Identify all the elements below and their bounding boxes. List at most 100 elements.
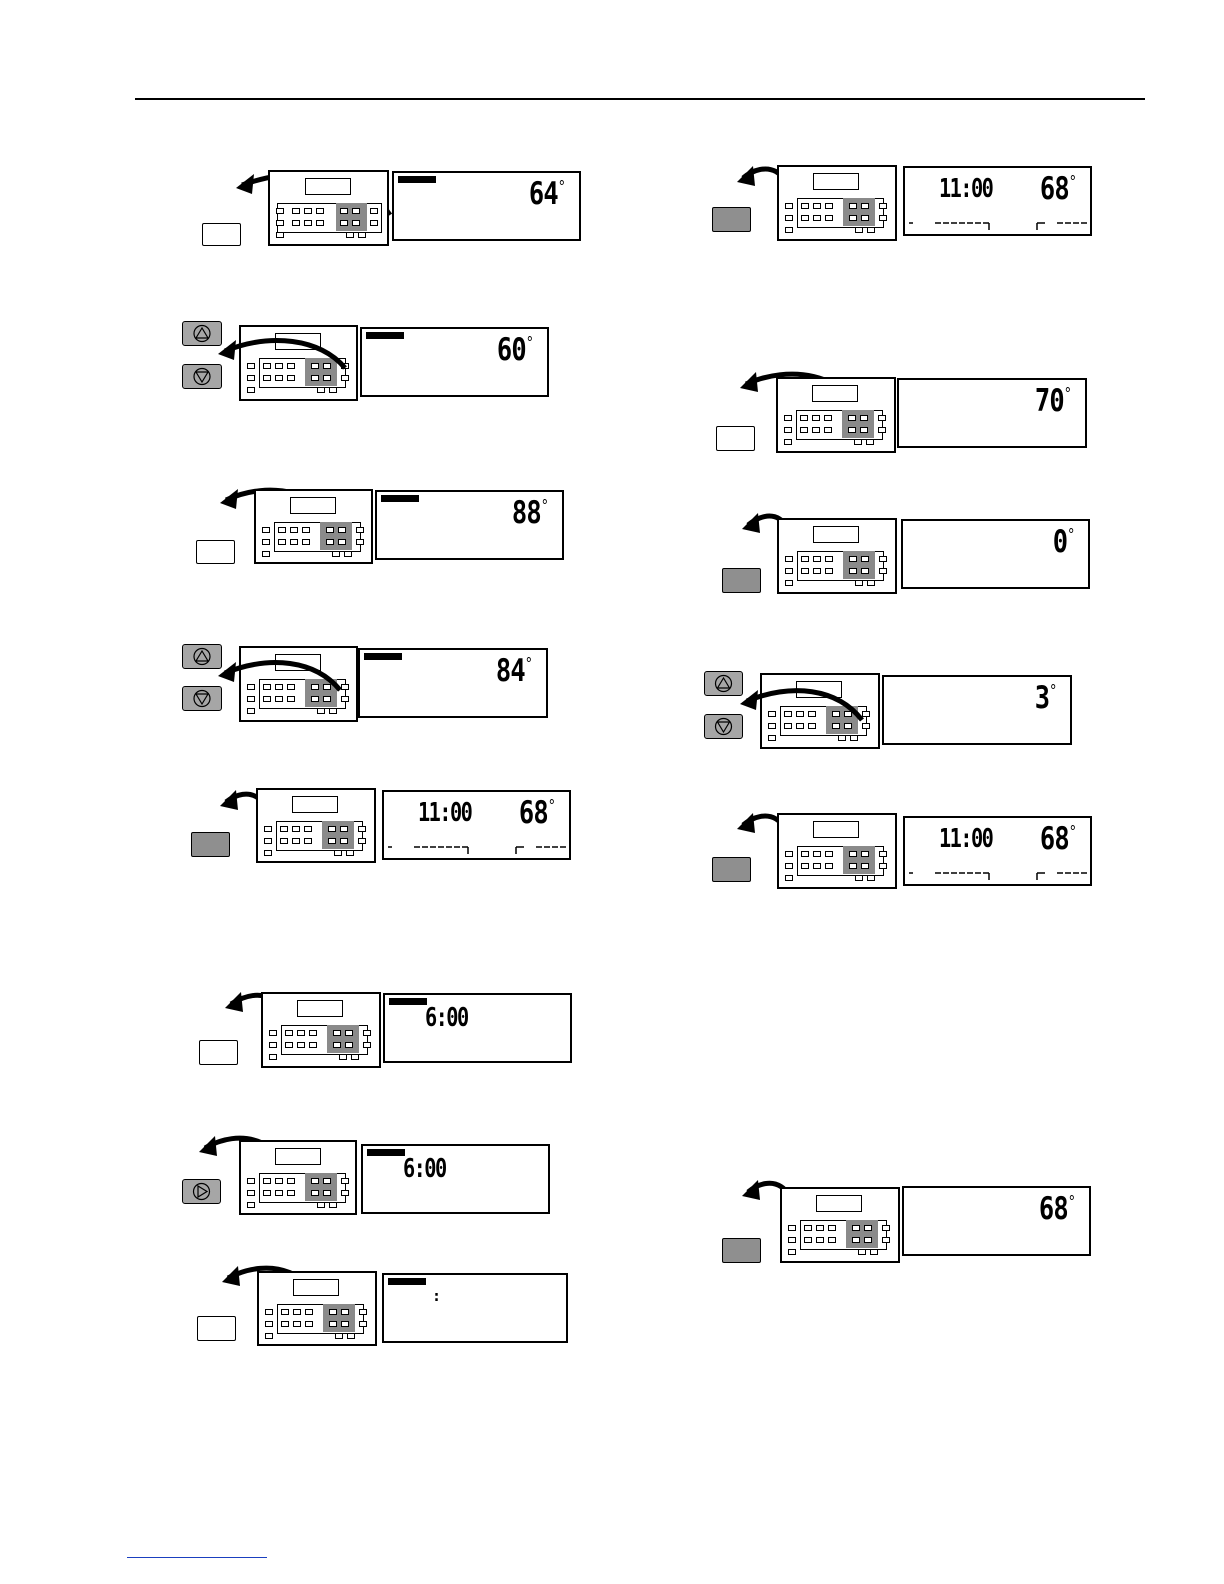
panel-button <box>785 851 793 857</box>
panel-button <box>813 215 821 221</box>
panel-button <box>340 826 348 832</box>
thermostat-panel <box>777 813 897 889</box>
panel-button <box>861 568 869 574</box>
display-time: 11:00 <box>418 800 471 826</box>
panel-button <box>247 1190 255 1196</box>
panel-button <box>813 203 821 209</box>
display-temperature: 68° <box>519 798 555 829</box>
header-rule <box>135 98 1145 100</box>
panel-button <box>247 1178 255 1184</box>
panel-button <box>329 1309 337 1315</box>
panel-button <box>276 220 284 226</box>
panel-button <box>813 568 821 574</box>
panel-button <box>879 215 887 221</box>
panel-button <box>275 1178 283 1184</box>
panel-button <box>264 838 272 844</box>
program-key[interactable] <box>199 1040 238 1065</box>
panel-button <box>855 580 863 586</box>
panel-button <box>262 551 270 557</box>
program-key[interactable] <box>196 540 235 564</box>
display-temperature: 84° <box>496 656 532 687</box>
program-key[interactable] <box>202 223 241 246</box>
step-adjust-temp-60: 60° <box>180 318 560 408</box>
panel-button <box>358 826 366 832</box>
panel-button <box>824 427 832 433</box>
lcd-display: 70° <box>897 378 1087 448</box>
run-key[interactable] <box>712 857 751 882</box>
panel-button <box>287 1190 295 1196</box>
program-key[interactable] <box>716 426 755 451</box>
display-mode-badge <box>381 495 419 502</box>
panel-button <box>804 1237 812 1243</box>
panel-button <box>332 551 340 557</box>
panel-button <box>860 415 868 421</box>
panel-button <box>785 568 793 574</box>
run-key[interactable] <box>191 832 230 857</box>
panel-button <box>848 415 856 421</box>
panel-button <box>825 568 833 574</box>
step-set-zero: 0° <box>720 505 1100 597</box>
program-key[interactable] <box>197 1316 236 1341</box>
panel-button <box>370 208 378 214</box>
panel-button <box>852 1237 860 1243</box>
display-time: : <box>432 1287 441 1305</box>
display-mode-badge <box>389 998 427 1005</box>
panel-button <box>292 220 300 226</box>
panel-button <box>848 427 856 433</box>
display-temperature: 70° <box>1035 386 1071 417</box>
display-time: 11:00 <box>939 826 992 852</box>
panel-button <box>825 556 833 562</box>
panel-button <box>265 1321 273 1327</box>
run-key[interactable] <box>712 207 751 232</box>
panel-button <box>264 826 272 832</box>
panel-button <box>801 215 809 221</box>
panel-button <box>788 1237 796 1243</box>
panel-button <box>828 1225 836 1231</box>
panel-button <box>280 838 288 844</box>
lcd-display: 6:00 <box>383 993 572 1063</box>
thermostat-panel <box>780 1187 900 1263</box>
panel-button <box>297 1030 305 1036</box>
panel-button <box>879 851 887 857</box>
lcd-display: 88° <box>375 490 564 560</box>
panel-button <box>825 215 833 221</box>
panel-button <box>309 1030 317 1036</box>
step-set-time-6-00: 6:00 <box>196 982 576 1072</box>
display-mode-badge <box>364 653 402 660</box>
program-timeline <box>905 218 1090 232</box>
panel-button <box>341 1309 349 1315</box>
panel-button <box>801 556 809 562</box>
panel-button <box>329 1321 337 1327</box>
panel-button <box>800 415 808 421</box>
panel-button <box>329 1202 337 1208</box>
panel-button <box>785 556 793 562</box>
panel-button <box>825 203 833 209</box>
panel-button <box>812 427 820 433</box>
panel-button <box>335 1333 343 1339</box>
run-key[interactable] <box>722 568 761 593</box>
panel-button <box>849 556 857 562</box>
display-time: 6:00 <box>403 1156 446 1182</box>
panel-button <box>304 826 312 832</box>
panel-button <box>882 1225 890 1231</box>
run-key[interactable] <box>722 1238 761 1263</box>
panel-button <box>867 227 875 233</box>
panel-button <box>363 1042 371 1048</box>
panel-button <box>347 1333 355 1339</box>
right-arrow-key[interactable] <box>182 1179 221 1204</box>
panel-button <box>370 220 378 226</box>
step-adjust-3: 3° <box>702 668 1082 758</box>
thermostat-panel <box>777 165 897 241</box>
panel-button <box>804 1225 812 1231</box>
panel-button <box>346 232 354 238</box>
panel-button <box>305 1321 313 1327</box>
panel-button <box>861 215 869 221</box>
panel-button <box>341 1321 349 1327</box>
panel-button <box>849 851 857 857</box>
panel-button <box>813 863 821 869</box>
panel-button <box>359 1309 367 1315</box>
panel-button <box>882 1237 890 1243</box>
panel-button <box>356 539 364 545</box>
display-temperature: 68° <box>1040 174 1076 205</box>
panel-button <box>316 208 324 214</box>
